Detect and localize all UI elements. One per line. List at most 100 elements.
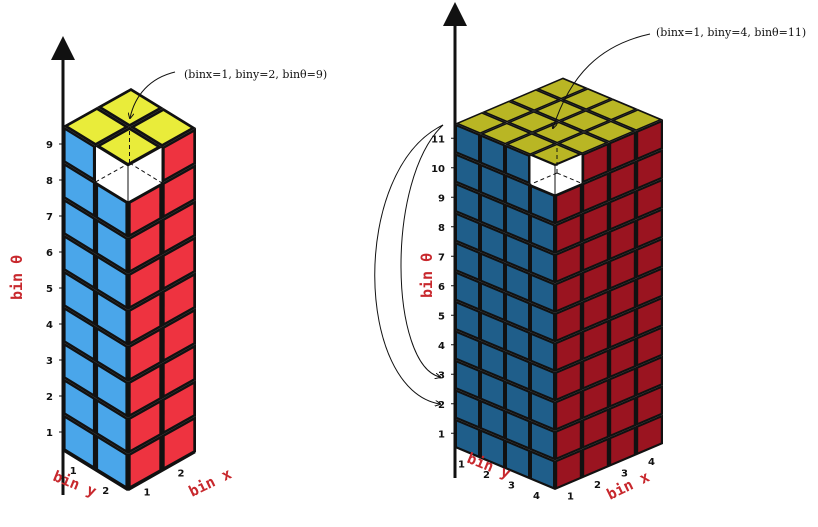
side-cell <box>164 168 194 215</box>
side-cell <box>611 399 634 435</box>
theta-tick-label: 2 <box>438 400 445 411</box>
front-cell <box>65 274 93 322</box>
theta-tick-label: 6 <box>46 248 53 259</box>
front-cell <box>98 222 126 270</box>
front-cell <box>507 442 528 477</box>
side-cell <box>638 299 661 335</box>
front-cell <box>457 333 478 367</box>
side-cell <box>611 252 634 287</box>
side-cell <box>164 312 194 359</box>
theta-tick-label: 1 <box>438 429 445 440</box>
left-front-face <box>63 126 128 490</box>
side-cell <box>557 393 580 428</box>
side-cell <box>557 216 580 251</box>
hidden-edge <box>556 172 583 184</box>
top-cell <box>513 90 557 110</box>
front-cell <box>98 258 126 306</box>
right-curved-arrow-outer <box>374 124 444 404</box>
side-cell <box>584 234 607 269</box>
front-cell <box>532 423 553 458</box>
front-cell <box>457 244 478 279</box>
front-cell <box>98 330 126 378</box>
front-cell <box>457 303 478 338</box>
front-cell <box>532 187 553 222</box>
side-cell <box>130 403 160 450</box>
side-cell <box>164 420 194 467</box>
front-cell <box>98 402 126 450</box>
front-cell <box>532 335 553 369</box>
side-cell <box>164 276 194 323</box>
top-cell <box>536 123 580 142</box>
side-cell <box>164 384 194 431</box>
front-cell <box>482 373 503 407</box>
front-cell <box>532 394 553 428</box>
front-cell <box>507 413 528 447</box>
side-cell <box>584 440 607 476</box>
left-callout-label: (binx=1, biny=2, binθ=9) <box>184 68 327 81</box>
top-cell <box>102 91 159 124</box>
front-cell <box>457 421 478 456</box>
top-cell <box>459 113 503 133</box>
front-cell <box>507 295 528 329</box>
side-cell <box>130 295 160 342</box>
front-cell <box>457 274 478 308</box>
side-cell <box>638 240 661 276</box>
binx-tick-label: 4 <box>648 457 655 468</box>
front-cell <box>482 314 503 348</box>
side-cell <box>130 223 160 270</box>
front-cell <box>65 238 93 286</box>
front-cell <box>457 156 478 190</box>
side-cell <box>638 329 661 364</box>
theta-tick-label: 2 <box>46 392 53 403</box>
top-cell <box>484 124 528 143</box>
side-cell <box>584 263 607 299</box>
front-cell <box>482 225 503 260</box>
front-cell <box>457 362 478 397</box>
side-cell <box>584 411 607 446</box>
biny-tick-label: 1 <box>70 466 77 477</box>
side-cell <box>557 422 580 458</box>
theta-tick-label: 4 <box>46 320 53 331</box>
front-cell <box>457 185 478 220</box>
side-cell <box>557 334 580 369</box>
binx-tick-label: 1 <box>144 488 151 499</box>
theta-tick-label: 7 <box>46 212 53 223</box>
side-cell <box>611 281 634 317</box>
theta-tick-label: 10 <box>431 164 445 175</box>
front-cell <box>482 166 503 201</box>
theta-tick-label: 5 <box>438 311 445 322</box>
side-cell <box>611 340 634 376</box>
side-cell <box>638 270 661 305</box>
top-cell <box>590 100 634 119</box>
side-cell <box>584 145 607 181</box>
left-binx-ticks: 12 <box>144 469 185 499</box>
top-cell <box>134 111 191 144</box>
side-cell <box>638 417 661 453</box>
front-cell <box>532 217 553 251</box>
front-cell <box>98 366 126 414</box>
biny-tick-label: 4 <box>533 491 540 502</box>
biny-tick-label: 2 <box>102 486 109 497</box>
theta-tick-label: 6 <box>438 282 445 293</box>
side-cell <box>638 122 661 158</box>
theta-tick-label: 3 <box>438 370 445 381</box>
right-curved-arrow-inner <box>400 124 444 377</box>
side-cell <box>130 187 160 234</box>
binx-tick-label: 2 <box>178 469 185 480</box>
theta-tick-label: 8 <box>438 223 445 234</box>
left-biny-ticks: 12 <box>70 466 110 497</box>
side-cell <box>611 370 634 405</box>
side-cell <box>638 358 661 394</box>
left-bottom-edge <box>62 448 129 492</box>
theta-tick-label: 3 <box>46 356 53 367</box>
side-cell <box>557 275 580 310</box>
front-cell <box>482 343 503 378</box>
front-cell <box>457 126 478 161</box>
front-cell <box>457 392 478 426</box>
side-cell <box>164 240 194 287</box>
front-cell <box>532 246 553 281</box>
side-cell <box>557 452 580 487</box>
